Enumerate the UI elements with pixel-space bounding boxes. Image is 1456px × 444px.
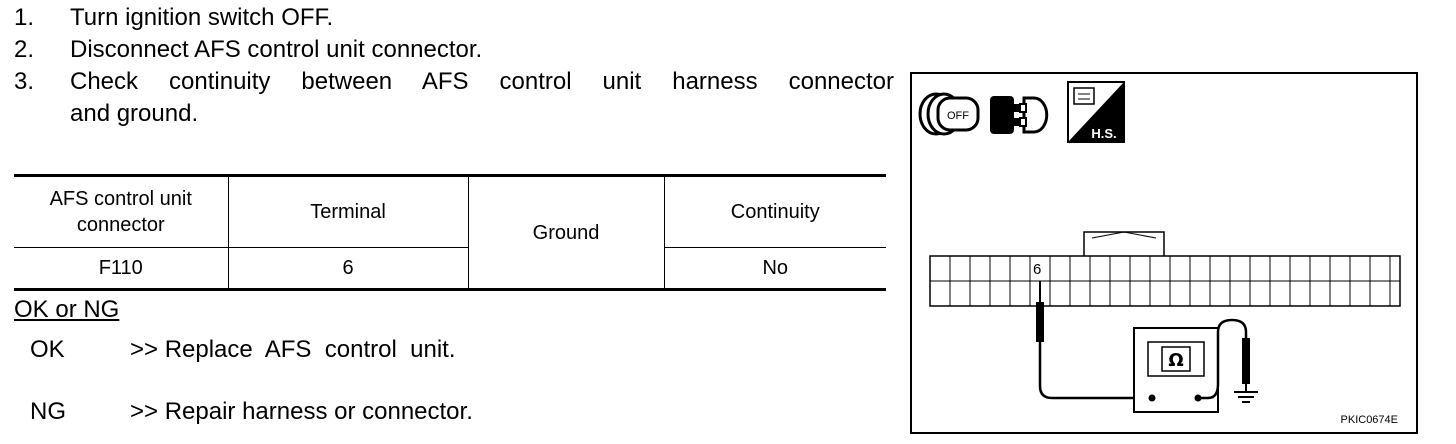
svg-text:OFF: OFF <box>947 110 969 122</box>
step-text: Turn ignition switch OFF. <box>70 4 334 31</box>
header-continuity: Continuity <box>663 174 886 248</box>
figure-code: PKIC0674E <box>1340 414 1398 426</box>
disconnect-connector-icon <box>990 96 1049 134</box>
ohm-symbol: Ω <box>1168 350 1183 371</box>
ok-action: >> Replace AFS control unit. <box>130 336 456 363</box>
ground-symbol-icon <box>1234 384 1258 403</box>
result-title: OK or NG <box>14 296 120 323</box>
cell-terminal: 6 <box>227 247 469 291</box>
cell-continuity: No <box>663 247 886 291</box>
step-2: 2. Disconnect AFS control unit connector… <box>14 34 894 66</box>
probe-wire <box>1038 342 1138 400</box>
ground-probe <box>1242 338 1250 384</box>
continuity-table: AFS control unit connector Terminal Grou… <box>14 174 886 291</box>
ng-action: >> Repair harness or connector. <box>130 398 473 425</box>
wiring-figure: OFF H.S. <box>910 72 1418 434</box>
procedure-steps: 1. Turn ignition switch OFF. 2. Disconne… <box>14 2 894 130</box>
table-header-row: AFS control unit connector Terminal Grou… <box>14 174 886 291</box>
step-3-continuation: and ground. <box>70 100 199 127</box>
table-row: F110 6 No <box>14 247 886 291</box>
header-terminal: Terminal <box>227 174 469 248</box>
header-connector: AFS control unit connector <box>14 174 229 248</box>
harness-side-icon: H.S. <box>1067 81 1125 143</box>
step-text: Disconnect AFS control unit connector. <box>70 36 483 63</box>
result-ok: OK >> Replace AFS control unit. <box>30 336 456 364</box>
ok-key: OK <box>30 336 65 363</box>
step-3: 3. Check continuity between AFS control … <box>14 66 894 98</box>
step-text: Check continuity between AFS control uni… <box>70 68 894 95</box>
terminal-label: 6 <box>1033 261 1042 278</box>
svg-text:H.S.: H.S. <box>1091 126 1116 141</box>
result-ng: NG >> Repair harness or connector. <box>30 398 473 426</box>
step-number: 1. <box>14 4 35 31</box>
step-number: 3. <box>14 68 35 95</box>
cell-connector: F110 <box>14 247 229 291</box>
harness-connector <box>929 231 1401 307</box>
ground-wire <box>1198 318 1248 400</box>
ng-key: NG <box>30 398 66 425</box>
tester-probe <box>1036 281 1044 342</box>
header-ground: Ground <box>467 174 665 291</box>
step-1: 1. Turn ignition switch OFF. <box>14 2 894 34</box>
ohmmeter: Ω <box>1133 327 1219 413</box>
connector-diagram: OFF H.S. <box>918 81 1401 413</box>
ignition-off-icon: OFF <box>918 92 980 136</box>
step-number: 2. <box>14 36 35 63</box>
